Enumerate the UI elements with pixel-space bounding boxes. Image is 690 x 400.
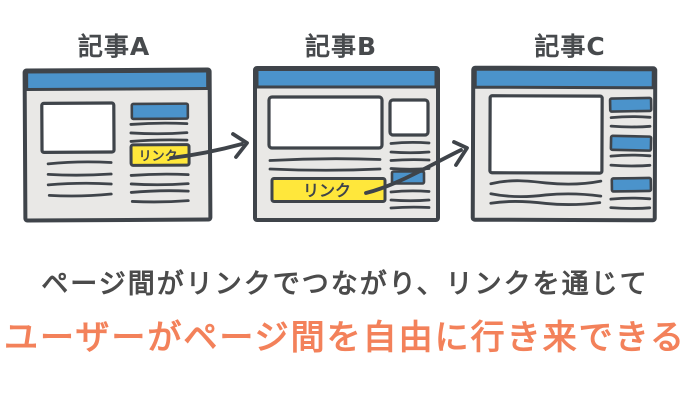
text-lines-sidebar-bottom [129,172,190,204]
sidebar-widget-bar [608,96,653,113]
text-lines-sidebar-bottom [389,189,431,210]
text-lines-left [46,160,113,198]
caption-line-1: ページ間がリンクでつながり、リンクを通じて [41,269,649,300]
caption-line-2: ユーザーがページ間を自由に行き来できる [4,318,686,358]
sidebar-widgets [608,96,653,210]
link-label-b: リンク [303,181,351,200]
card-article-c [470,65,658,223]
card-title-article-a: 記事A [78,32,150,61]
card-title-article-b: 記事B [305,32,377,61]
link-label-a: リンク [139,149,178,164]
text-lines-main [268,157,382,172]
thumbnail-placeholder [388,98,430,137]
browser-header-bar [255,68,438,89]
sidebar-heading-bar [130,102,190,121]
hero-image-placeholder [488,94,604,175]
link-highlight-box [270,177,387,203]
sidebar-widget-bar [610,176,653,193]
card-article-a: リンク [22,67,213,223]
link-button-b: リンク [270,177,387,203]
card-article-b: リンク [253,66,440,222]
featured-image-placeholder [40,101,116,154]
browser-header-bar [473,67,655,90]
arrow-a-to-b-icon [169,132,249,160]
browser-header-bar [25,69,210,91]
text-lines-main [489,179,603,207]
text-lines-sidebar-top [129,121,189,143]
hero-image-placeholder [267,95,384,150]
arrow-b-to-c-icon [364,140,469,195]
sidebar-widget-bar [609,134,653,152]
card-title-article-c: 記事C [534,32,605,61]
